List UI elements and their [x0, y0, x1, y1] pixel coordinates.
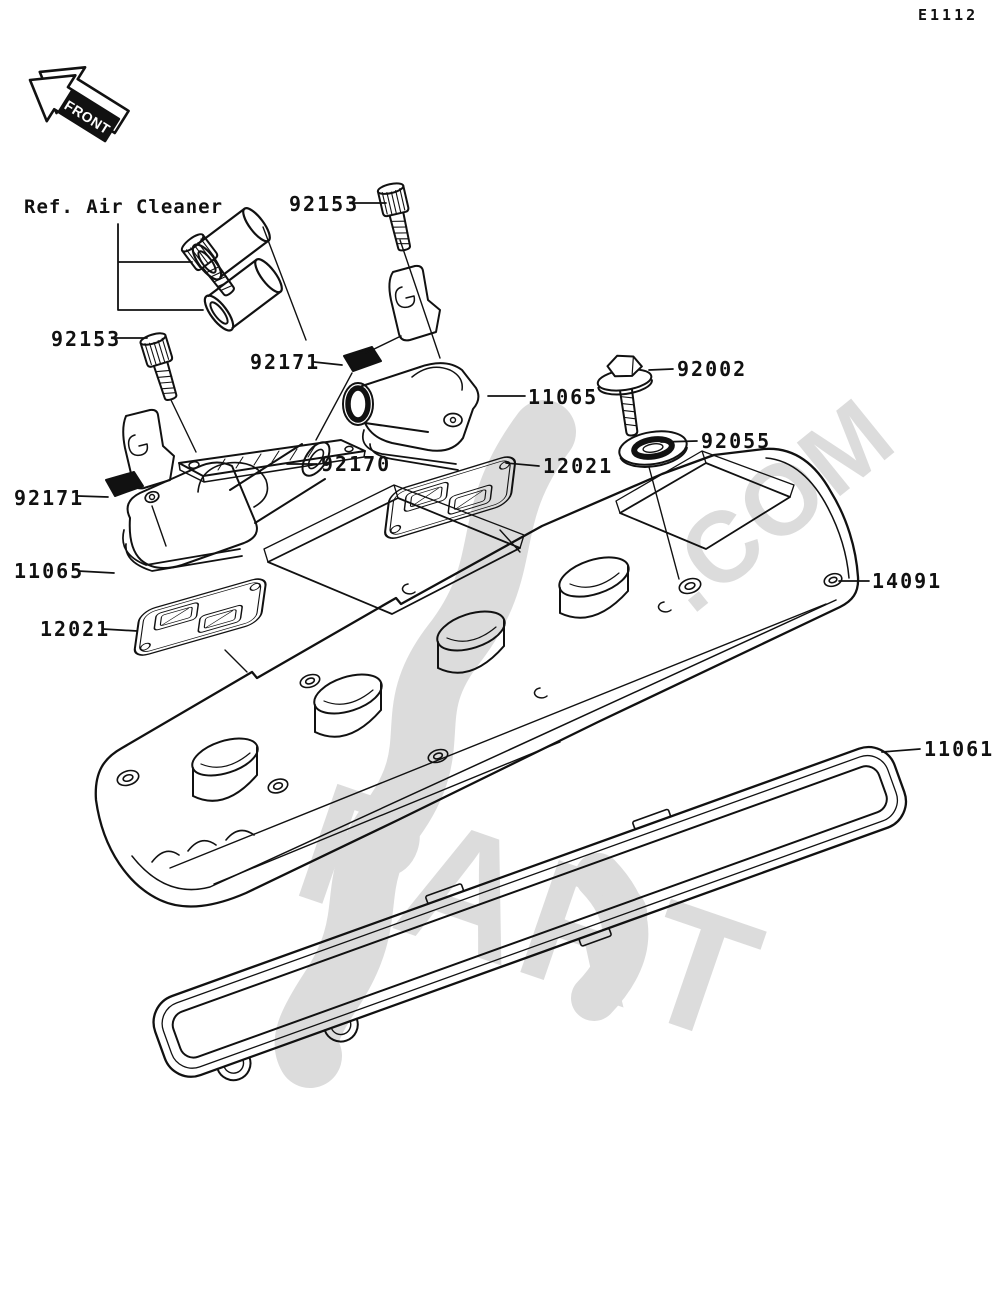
reed-valve-mount-pads [263, 450, 795, 615]
callout-leader-lines [77, 202, 921, 753]
part-label-11065-right: 11065 [528, 385, 599, 409]
part-label-12021-left: 12021 [40, 617, 111, 641]
bolt-92153-left [138, 329, 185, 405]
reference-label-air-cleaner: Ref. Air Cleaner [24, 196, 224, 218]
spark-plug-towers [191, 556, 630, 802]
watermark-text-upper: .COM [635, 377, 915, 633]
flanged-bolt-92002 [596, 354, 653, 437]
part-label-12021-right: 12021 [543, 454, 614, 478]
seal-washer-92055 [618, 430, 688, 468]
part-label-92002: 92002 [677, 357, 748, 381]
part-label-92055: 92055 [701, 429, 772, 453]
part-label-14091: 14091 [872, 569, 943, 593]
watermark-text-lower: PART [276, 745, 784, 1080]
reed-valve-12021-left [132, 574, 268, 660]
casting-marks [401, 583, 672, 699]
air-cleaner-damper-2 [198, 253, 288, 336]
breather-cover-11065-left [122, 441, 331, 572]
watermark-swoosh-2 [571, 853, 649, 1021]
front-direction-arrow: FRONT [28, 65, 130, 143]
watermark: PART .COM [274, 377, 915, 1088]
air-cleaner-reference-lines [117, 223, 204, 311]
page-code: E1112 [918, 6, 979, 24]
part-label-92170: 92170 [321, 452, 392, 476]
part-label-92171-left: 92171 [14, 486, 85, 510]
watermark-swoosh [274, 400, 576, 1088]
cover-gasket-11061 [152, 745, 908, 1082]
bolt-92153-top [375, 180, 419, 254]
part-label-11061: 11061 [924, 737, 995, 761]
bolt-bosses [116, 572, 843, 794]
part-label-92171-top: 92171 [250, 350, 321, 374]
assembly-leader-lines [151, 226, 680, 673]
part-label-92153-top: 92153 [289, 192, 360, 216]
air-cleaner-damper-1 [178, 230, 242, 302]
clamp-bracket-92171-top [343, 264, 441, 372]
breather-cover-11065-right [342, 362, 480, 471]
cylinder-head-cover-14091 [94, 447, 860, 908]
part-label-92153-left: 92153 [51, 327, 122, 351]
part-label-11065-left: 11065 [14, 559, 85, 583]
clamp-bracket-92171-left [105, 408, 175, 497]
